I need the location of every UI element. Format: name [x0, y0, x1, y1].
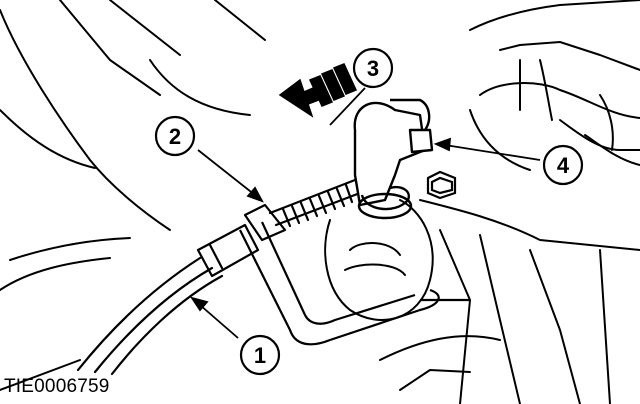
callout-4-circle [542, 144, 584, 186]
callout-1-label: 1 [254, 343, 266, 368]
movement-arrow [278, 63, 358, 118]
callout-2-circle [154, 115, 196, 157]
callout-3-circle [352, 47, 394, 89]
figure-id: TIE0006759 [4, 376, 110, 397]
callout-1-circle [239, 334, 281, 376]
callout-3: 3 [352, 47, 394, 89]
cable-assembly [76, 178, 362, 376]
callout-4-label: 4 [557, 153, 570, 178]
callout-2: 2 [154, 115, 196, 157]
bracket [239, 221, 470, 346]
callout-4: 4 [542, 144, 584, 186]
valve-lever [353, 98, 434, 220]
leader-lines [189, 87, 541, 339]
callout-3-label: 3 [367, 56, 379, 81]
callout-1: 1 [239, 334, 281, 376]
bolt [426, 170, 457, 200]
callout-2-label: 2 [169, 124, 181, 149]
